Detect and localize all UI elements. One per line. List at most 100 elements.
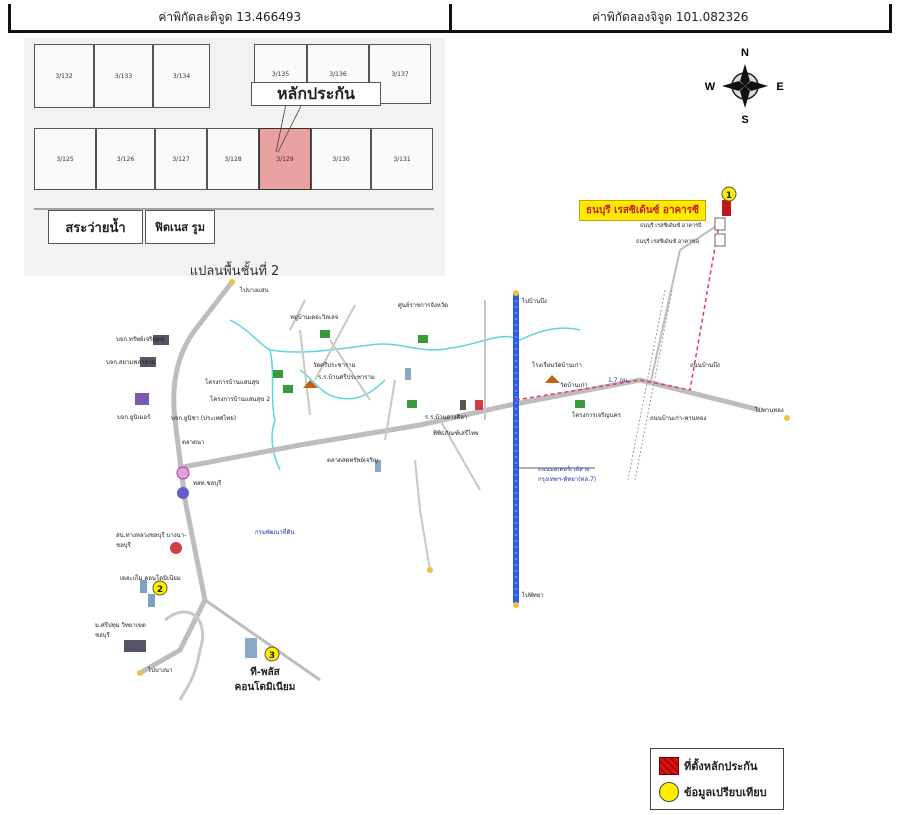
unit: 3/134 bbox=[153, 44, 210, 108]
road-end-marker bbox=[513, 290, 519, 296]
place-label: พิพิธภัณฑ์เสรีไทย bbox=[433, 430, 479, 437]
road-end-marker bbox=[513, 602, 519, 608]
direction-label: ไปพัทยา bbox=[522, 592, 544, 599]
local-roads bbox=[289, 299, 486, 491]
housing-icon bbox=[320, 330, 330, 338]
place-label: โครงการบ้านแสนสุข bbox=[205, 379, 260, 386]
marker-1-icon bbox=[721, 186, 737, 202]
temple-icon bbox=[303, 380, 318, 388]
legend-item-collateral: ที่ตั้งหลักประกัน bbox=[659, 757, 757, 775]
railway bbox=[627, 289, 673, 481]
place-label: บจก.ยูนิชา (ประเทศไทย) bbox=[171, 415, 237, 422]
office-icon bbox=[176, 466, 190, 480]
road bbox=[414, 459, 431, 571]
compass-n: N bbox=[741, 47, 749, 59]
place-label: โครงการบ้านแสนสุข 2 bbox=[210, 396, 271, 403]
place-label: โรงเรียนวัดบ้านเก่า bbox=[532, 362, 582, 369]
latitude-cell: ค่าพิกัดละติจูด 13.466493 bbox=[8, 4, 452, 30]
subject-label: ธนบุรี เรสซิเด้นซ์ อาคารซี bbox=[579, 200, 706, 221]
university-icon bbox=[124, 640, 146, 652]
compass-s: S bbox=[741, 114, 748, 126]
unit: 3/128 bbox=[207, 128, 259, 190]
river bbox=[299, 369, 386, 400]
condo-icon bbox=[245, 638, 257, 658]
place-label: บจก.สยามพลาสาม bbox=[106, 359, 156, 366]
main-road-left bbox=[138, 280, 234, 676]
road-north bbox=[649, 224, 719, 386]
building-icon bbox=[375, 460, 381, 472]
factory-icon bbox=[153, 335, 169, 345]
collateral-swatch-icon bbox=[659, 757, 679, 775]
place-label: ทสท.ชลบุรี bbox=[193, 480, 222, 487]
unit: 3/126 bbox=[96, 128, 155, 190]
unit: 3/133 bbox=[94, 44, 153, 108]
unit: 3/137 bbox=[369, 44, 431, 104]
place-label: ตลาดสดทรัพย์เจริญ bbox=[327, 457, 378, 464]
legend-label: ข้อมูลเปรียบเทียบ bbox=[684, 786, 767, 799]
road-end-marker bbox=[784, 415, 790, 421]
unit: 3/130 bbox=[311, 128, 371, 190]
place-label: ร.ร.บ้านอ่างศิลา bbox=[425, 414, 468, 421]
floorplan: 3/132 3/133 3/134 3/135 3/136 3/137 3/12… bbox=[24, 38, 445, 279]
marker-1-text: 1 bbox=[726, 191, 732, 201]
museum-icon bbox=[475, 400, 483, 410]
subject-sub-label: ธนบุรี เรสซิเด้นซ์ อาคารเอ bbox=[636, 239, 700, 245]
road-label: ถนนบ้านเก่า-พานทอง bbox=[650, 415, 707, 422]
government-icon bbox=[460, 400, 466, 410]
housing-icon bbox=[283, 385, 293, 393]
map-legend: ที่ตั้งหลักประกัน ข้อมูลเปรียบเทียบ bbox=[650, 748, 784, 810]
compass-w: W bbox=[705, 81, 716, 93]
condo-icon bbox=[148, 594, 155, 607]
unit: 3/127 bbox=[155, 128, 207, 190]
floorplan-title: แปลนพื้นชั้นที่ 2 bbox=[189, 264, 280, 279]
building-a-icon bbox=[714, 233, 726, 247]
factory-icon bbox=[135, 393, 149, 405]
factory-icon bbox=[140, 357, 156, 367]
place-label: วัดบ้านเก่า bbox=[560, 382, 588, 389]
place-label: วัดศรีประชาราม bbox=[313, 362, 356, 369]
direction-label: ไปพานทอง bbox=[755, 407, 784, 414]
road-end-marker bbox=[229, 279, 235, 285]
direction-label: ไปบ้านบึง bbox=[522, 298, 547, 305]
road-end-marker bbox=[137, 670, 143, 676]
distance-label: 1.7 กม. bbox=[608, 377, 629, 384]
unit: 3/131 bbox=[371, 128, 433, 190]
place-label: บจก.ทรัพย์เจริญผล bbox=[116, 336, 165, 343]
unit: 3/125 bbox=[34, 128, 96, 190]
housing-icon bbox=[418, 335, 428, 343]
place-label: ตลาดนา bbox=[182, 439, 205, 446]
coordinate-bar: ค่าพิกัดละติจูด 13.466493 ค่าพิกัดลองจิจ… bbox=[8, 4, 892, 33]
place-label: กรมพัฒนาที่ดิน bbox=[255, 529, 295, 536]
place-label: ม.ศรีปทุม วิทยาเขตชลบุรี bbox=[95, 622, 146, 639]
place-label: บจก.ยูนิเมอร์ bbox=[117, 414, 151, 421]
place-label: หมู่บ้านเดอะวิลเลจ bbox=[290, 314, 339, 321]
comparable-swatch-icon bbox=[659, 782, 679, 802]
place-label: ร.ร.บ้านศรีประชาราม bbox=[318, 374, 375, 381]
marker-3-text: 3 bbox=[269, 651, 275, 661]
place-label: โครงการเจริญนคร bbox=[572, 412, 621, 419]
place-label: สน.ทางหลวงชลบุรี บางนา-ชลบุรี bbox=[116, 532, 187, 549]
highway-station-icon bbox=[170, 542, 182, 554]
legend-label: ที่ตั้งหลักประกัน bbox=[684, 760, 758, 773]
road-end-marker bbox=[427, 567, 433, 573]
road bbox=[204, 598, 321, 682]
marker-2-text: 2 bbox=[157, 585, 163, 595]
building-icon bbox=[405, 368, 411, 380]
subject-sub-label: ธนบุรี เรสซิเด้นซ์ อาคารบี bbox=[640, 223, 702, 229]
subject-building-icon bbox=[722, 200, 731, 216]
housing-icon bbox=[273, 370, 283, 378]
direction-label: ไปบางแสน bbox=[240, 287, 269, 294]
housing-icon bbox=[407, 400, 417, 408]
longitude-cell: ค่าพิกัดลองจิจูด 101.082326 bbox=[452, 4, 892, 30]
legend-item-comparable: ข้อมูลเปรียบเทียบ bbox=[659, 782, 767, 802]
place-label: ศูนย์ราชการจังหวัด bbox=[398, 302, 448, 309]
comparable-label: เดอะเก็ม คอนโดมิเนียม bbox=[120, 575, 181, 582]
comparable-label: ที-พลัส คอนโดมิเนียม bbox=[234, 667, 296, 693]
unit: 3/132 bbox=[34, 44, 94, 108]
collateral-callout: หลักประกัน bbox=[251, 82, 381, 106]
compass-e: E bbox=[776, 81, 783, 93]
fitness-facility: ฟิตเนส รูม bbox=[145, 210, 215, 244]
marker-2-icon bbox=[152, 580, 168, 596]
condo-icon bbox=[140, 580, 147, 593]
